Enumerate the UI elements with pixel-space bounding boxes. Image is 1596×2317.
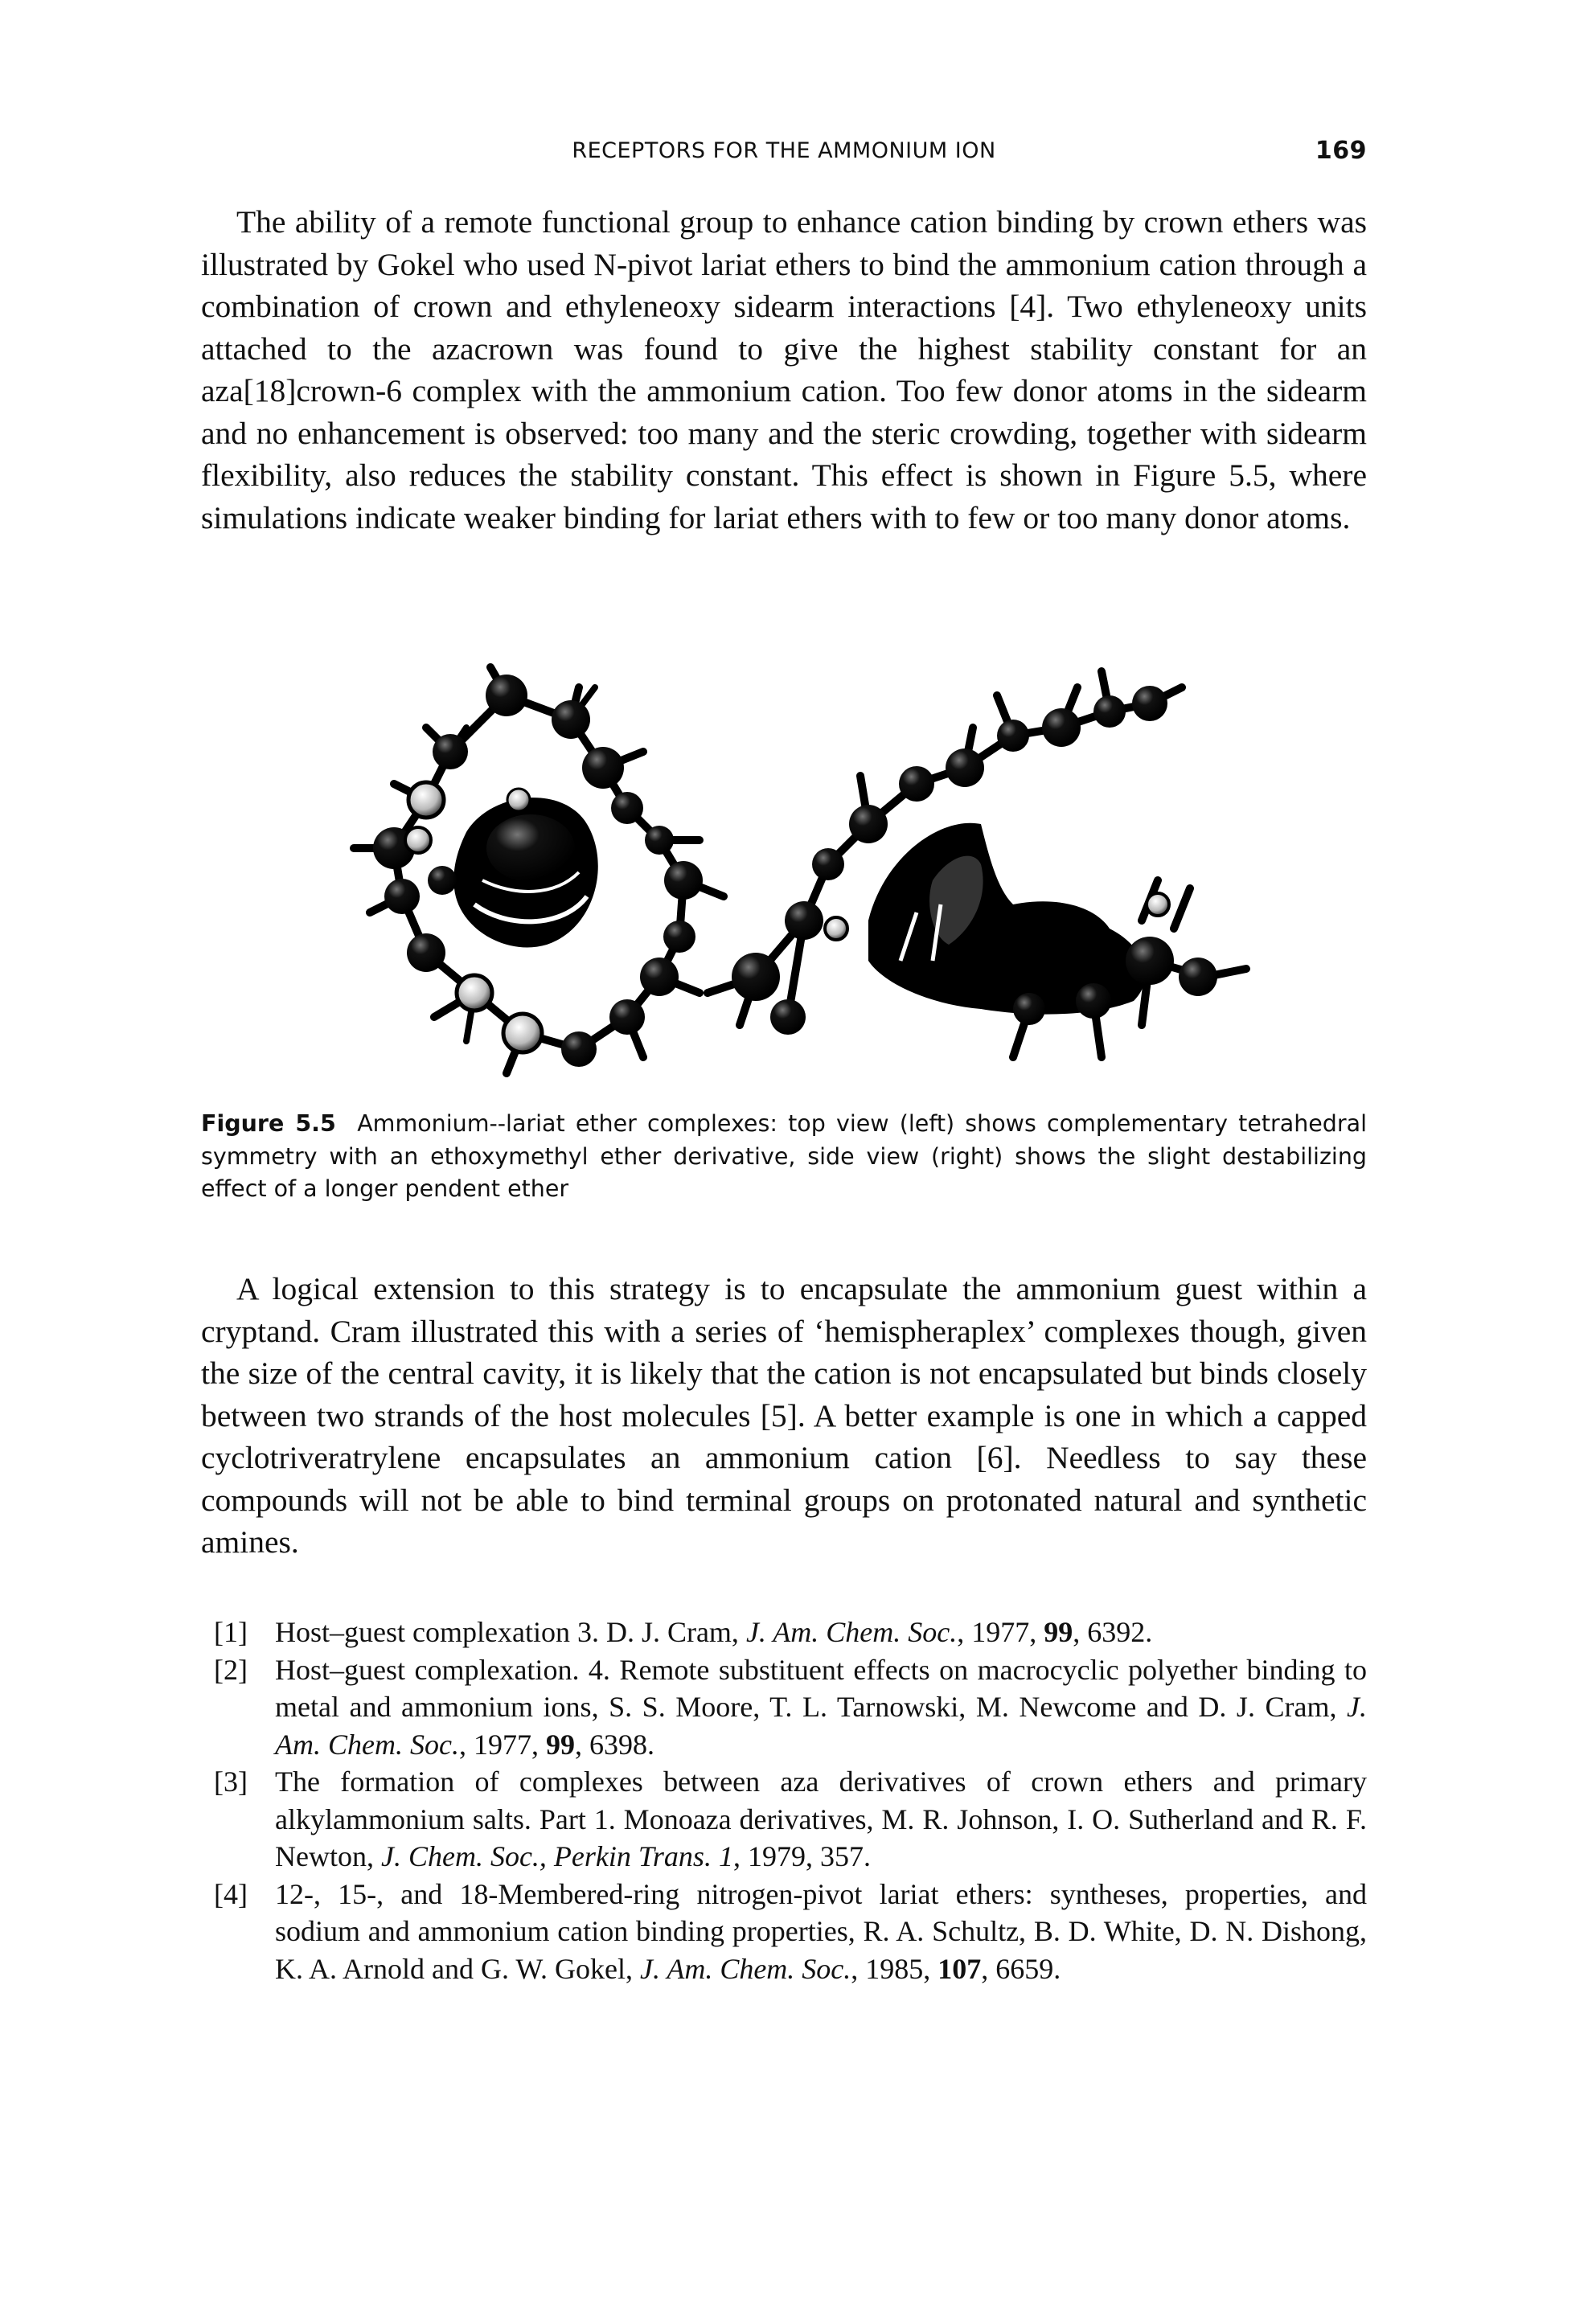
reference-journal: J. Chem. Soc., Perkin Trans. 1 — [380, 1840, 733, 1872]
running-head: RECEPTORS FOR THE AMMONIUM ION 169 — [201, 135, 1367, 170]
figure-caption-text: Ammonium--lariat ether complexes: top vi… — [201, 1110, 1367, 1202]
running-title: RECEPTORS FOR THE AMMONIUM ION — [572, 138, 996, 163]
reference-volume: 99 — [545, 1728, 575, 1761]
body-paragraph-1: The ability of a remote functional group… — [201, 204, 1367, 535]
reference-item: [4] 12-, 15-, and 18-Membered-ring nitro… — [201, 1876, 1367, 1988]
reference-pages: , 6398. — [574, 1728, 654, 1761]
reference-number: [3] — [214, 1765, 248, 1798]
reference-title-authors: The formation of complexes between aza d… — [275, 1765, 1367, 1872]
reference-year: , 1985, — [851, 1952, 938, 1985]
reference-text: The formation of complexes between aza d… — [275, 1765, 1367, 1872]
right-model-atoms — [732, 686, 1217, 1035]
reference-title-authors: Host–guest complexation. 4. Remote subst… — [275, 1653, 1367, 1724]
reference-pages: 357. — [819, 1840, 871, 1872]
reference-journal: J. Am. Chem. Soc. — [745, 1616, 958, 1648]
reference-volume: 107 — [937, 1952, 982, 1985]
reference-text: Host–guest complexation 3. D. J. Cram, J… — [275, 1616, 1152, 1648]
reference-title-authors: Host–guest complexation 3. D. J. Cram, — [275, 1616, 746, 1648]
reference-number: [4] — [214, 1877, 248, 1910]
reference-text: Host–guest complexation. 4. Remote subst… — [275, 1654, 1367, 1761]
reference-text: 12-, 15-, and 18-Membered-ring nitrogen-… — [275, 1878, 1367, 1985]
figure-caption: Figure 5.5 Ammonium--lariat ether comple… — [201, 1108, 1367, 1206]
reference-number: [1] — [214, 1616, 248, 1648]
reference-item: [3] The formation of complexes between a… — [201, 1763, 1367, 1876]
reference-volume: 99 — [1044, 1616, 1073, 1648]
reference-number: [2] — [214, 1653, 248, 1686]
reference-journal: J. Am. Chem. Soc. — [640, 1952, 851, 1985]
figure-5-5-molecular-models — [306, 639, 1303, 1089]
reference-year: , 1977, — [957, 1616, 1044, 1648]
figure-label: Figure 5.5 — [201, 1110, 336, 1137]
reference-year: , 1977, — [458, 1728, 546, 1761]
left-model-central-guest — [453, 787, 598, 948]
reference-list: [1] Host–guest complexation 3. D. J. Cra… — [201, 1614, 1367, 1987]
reference-title-authors: 12-, 15-, and 18-Membered-ring nitrogen-… — [275, 1877, 1367, 1985]
right-model-central-mass — [868, 822, 1146, 1015]
molecular-model-image — [350, 663, 1250, 1077]
reference-item: [1] Host–guest complexation 3. D. J. Cra… — [201, 1614, 1367, 1651]
reference-item: [2] Host–guest complexation. 4. Remote s… — [201, 1651, 1367, 1764]
left-model-ring-atoms — [373, 675, 703, 1067]
reference-year: , 1979, — [732, 1840, 820, 1872]
reference-journal: J. Am. Chem. Soc. — [275, 1691, 1367, 1761]
page-number: 169 — [1315, 137, 1367, 165]
reference-pages: , 6659. — [981, 1952, 1061, 1985]
reference-pages: , 6392. — [1073, 1616, 1153, 1648]
body-paragraph-2: A logical extension to this strategy is … — [201, 1271, 1367, 1560]
